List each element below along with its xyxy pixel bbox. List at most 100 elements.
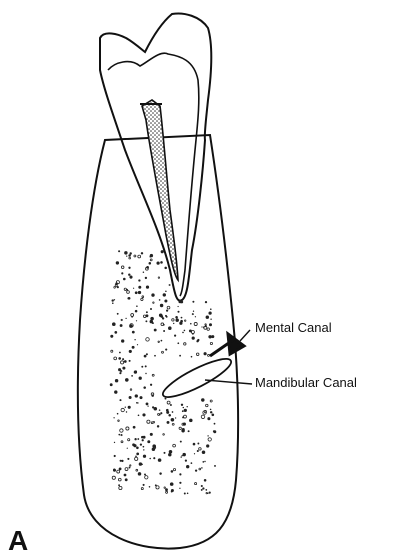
stipple-dot (142, 413, 145, 416)
stipple-dot (112, 322, 116, 326)
stipple-dot (128, 267, 130, 269)
stipple-dot (124, 474, 127, 477)
stipple-dot (153, 302, 154, 303)
stipple-dot (184, 343, 186, 345)
stipple-dot (167, 401, 170, 404)
stipple-dot (146, 266, 149, 269)
stipple-dot (112, 299, 114, 301)
panel-letter: A (8, 525, 28, 556)
stipple-dot (180, 441, 182, 443)
stipple-dot (163, 293, 166, 296)
stipple-dot (205, 489, 207, 491)
stipple-dot (175, 318, 178, 321)
stipple-dot (151, 422, 153, 424)
stipple-dot (128, 273, 130, 275)
stipple-dot (114, 331, 117, 334)
stipple-dot (160, 304, 163, 307)
stipple-dot (155, 484, 157, 486)
stipple-dot (172, 411, 174, 413)
stipple-dot (183, 407, 184, 408)
stipple-dot (172, 423, 174, 425)
stipple-dot (116, 261, 119, 264)
stipple-dot (134, 339, 135, 340)
stipple-dot (150, 259, 152, 261)
stipple-dot (141, 436, 144, 439)
stipple-dot (145, 320, 147, 322)
stipple-dot (118, 484, 120, 486)
stipple-dot (164, 487, 165, 488)
stipple-dot (129, 276, 132, 279)
stipple-dot (163, 434, 165, 436)
stipple-dot (119, 399, 121, 401)
mandibular-canal-leader (205, 380, 252, 384)
stipple-dot (193, 311, 194, 312)
stipple-dot (163, 330, 165, 332)
stipple-dot (210, 308, 212, 310)
label-mental-canal: Mental Canal (255, 320, 332, 335)
stipple-dot (125, 318, 126, 319)
stipple-dot (179, 322, 182, 325)
stipple-dot (150, 317, 154, 321)
stipple-dot (143, 315, 146, 318)
stipple-dot (149, 458, 151, 460)
stipple-dot (192, 301, 194, 303)
stipple-dot (204, 352, 207, 355)
stipple-dot (154, 329, 157, 332)
stipple-dot (130, 389, 132, 391)
stipple-dot (184, 330, 186, 332)
stipple-dot (162, 351, 164, 353)
stipple-dot (160, 412, 162, 414)
stipple-dot (143, 455, 146, 458)
stipple-dot (136, 320, 137, 321)
mental-canal-leader (240, 330, 250, 341)
stipple-dot (159, 472, 161, 474)
stipple-dot (118, 357, 121, 360)
stipple-dot (137, 402, 138, 403)
stipple-dot (113, 417, 114, 418)
stipple-dot (161, 340, 163, 342)
stipple-dot (206, 315, 209, 318)
stipple-dot (208, 354, 210, 356)
stipple-dot (126, 255, 127, 256)
stipple-dot (179, 473, 181, 475)
stipple-dot (129, 257, 131, 259)
stipple-dot (147, 440, 150, 443)
stipple-dot (121, 460, 123, 462)
stipple-dot (194, 322, 197, 325)
stipple-dot (184, 409, 187, 412)
stipple-dot (121, 408, 124, 411)
mental-canal-arrow (210, 334, 244, 356)
stipple-dot (129, 467, 131, 469)
stipple-dot (146, 311, 148, 313)
stipple-dot (192, 313, 193, 314)
stipple-dot (168, 326, 172, 330)
stipple-dot (208, 335, 211, 338)
stipple-dot (125, 478, 128, 481)
stipple-dot (149, 262, 152, 265)
stipple-dot (156, 261, 159, 264)
stipple-dot (151, 394, 153, 396)
stipple-dot (152, 447, 156, 451)
stipple-dot (123, 278, 126, 281)
stipple-dot (120, 370, 122, 372)
stipple-dot (210, 400, 212, 402)
stipple-dot (138, 279, 140, 281)
stipple-dot (120, 429, 123, 432)
stipple-dot (210, 409, 212, 411)
stipple-dot (142, 296, 144, 298)
stipple-dot (138, 291, 141, 294)
stipple-dot (199, 468, 201, 470)
stipple-dot (168, 453, 171, 456)
stipple-dot (196, 353, 199, 356)
stipple-dot (179, 355, 181, 357)
stipple-dot (145, 277, 147, 279)
stipple-dot (139, 377, 142, 380)
stipple-dot (118, 420, 120, 422)
stipple-dot (207, 328, 209, 330)
stipple-dot (214, 423, 216, 425)
stipple-dot (188, 430, 190, 432)
stipple-dot (141, 298, 143, 300)
stipple-dot (201, 326, 202, 327)
stipple-dot (182, 332, 184, 334)
stipple-dot (125, 407, 126, 408)
